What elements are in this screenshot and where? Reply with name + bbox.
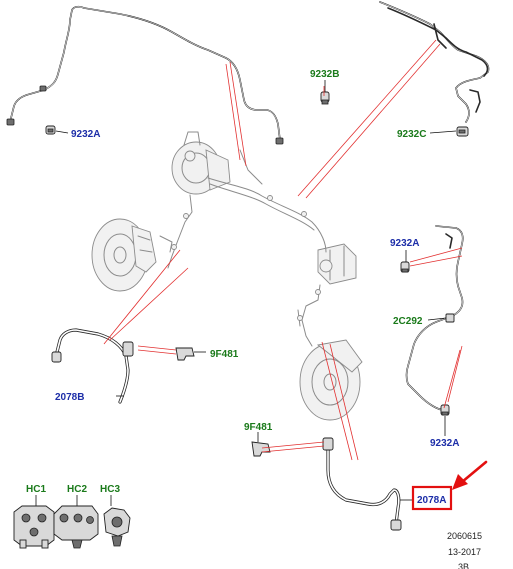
front-left-brake-disc: [91, 218, 157, 292]
legend-hc3-label: HC3: [100, 484, 120, 495]
brake-pipe-top: [6, 5, 284, 145]
red-leader-lines: [103, 39, 463, 461]
highlight-box-2078a: [411, 485, 453, 511]
callout-2c292: 2C292: [393, 316, 423, 327]
part-9232c: [456, 126, 469, 137]
callout-2078b: 2078B: [55, 392, 84, 403]
part-9f481-left: [175, 347, 195, 361]
brake-hose-2078a: [322, 437, 402, 531]
part-9232a-top: [45, 125, 56, 135]
part-9f481-bottom: [251, 441, 271, 457]
abs-modulator: [317, 243, 357, 285]
callout-9232b: 9232B: [310, 69, 339, 80]
part-2c292: [445, 313, 455, 323]
callout-9232c: 9232C: [397, 129, 426, 140]
chassis-pipe-runs: [159, 149, 327, 347]
callout-9f481-left: 9F481: [210, 349, 239, 360]
callout-9232a-bottom: 9232A: [430, 438, 459, 449]
part-9232a-bottom: [440, 404, 450, 416]
callout-9232a-right: 9232A: [390, 238, 419, 249]
callout-2078a: 2078A: [417, 495, 446, 506]
revision-suffix: 3B: [458, 562, 469, 569]
legend-hc2: HC2: [53, 484, 99, 549]
legend-hc2-label: HC2: [67, 484, 87, 495]
highlight-arrow: [452, 460, 488, 490]
callout-9f481-bottom: 9F481: [244, 422, 273, 433]
legend-hc1-label: HC1: [26, 484, 46, 495]
rear-brake-disc: [299, 339, 363, 421]
callout-pointers: [55, 80, 457, 501]
brake-master-cylinder: [171, 131, 231, 195]
brake-pipe-top-right: [379, 1, 490, 123]
callout-9232a-top: 9232A: [71, 129, 100, 140]
legend-hc3: HC3: [100, 484, 131, 547]
part-9232a-right: [400, 261, 410, 273]
legend-hc1: HC1: [13, 484, 55, 549]
brake-hose-2078b: [51, 328, 134, 404]
part-9232b: [320, 91, 330, 105]
date-code: 13-2017: [448, 547, 481, 557]
reference-number: 2060615: [447, 531, 482, 541]
